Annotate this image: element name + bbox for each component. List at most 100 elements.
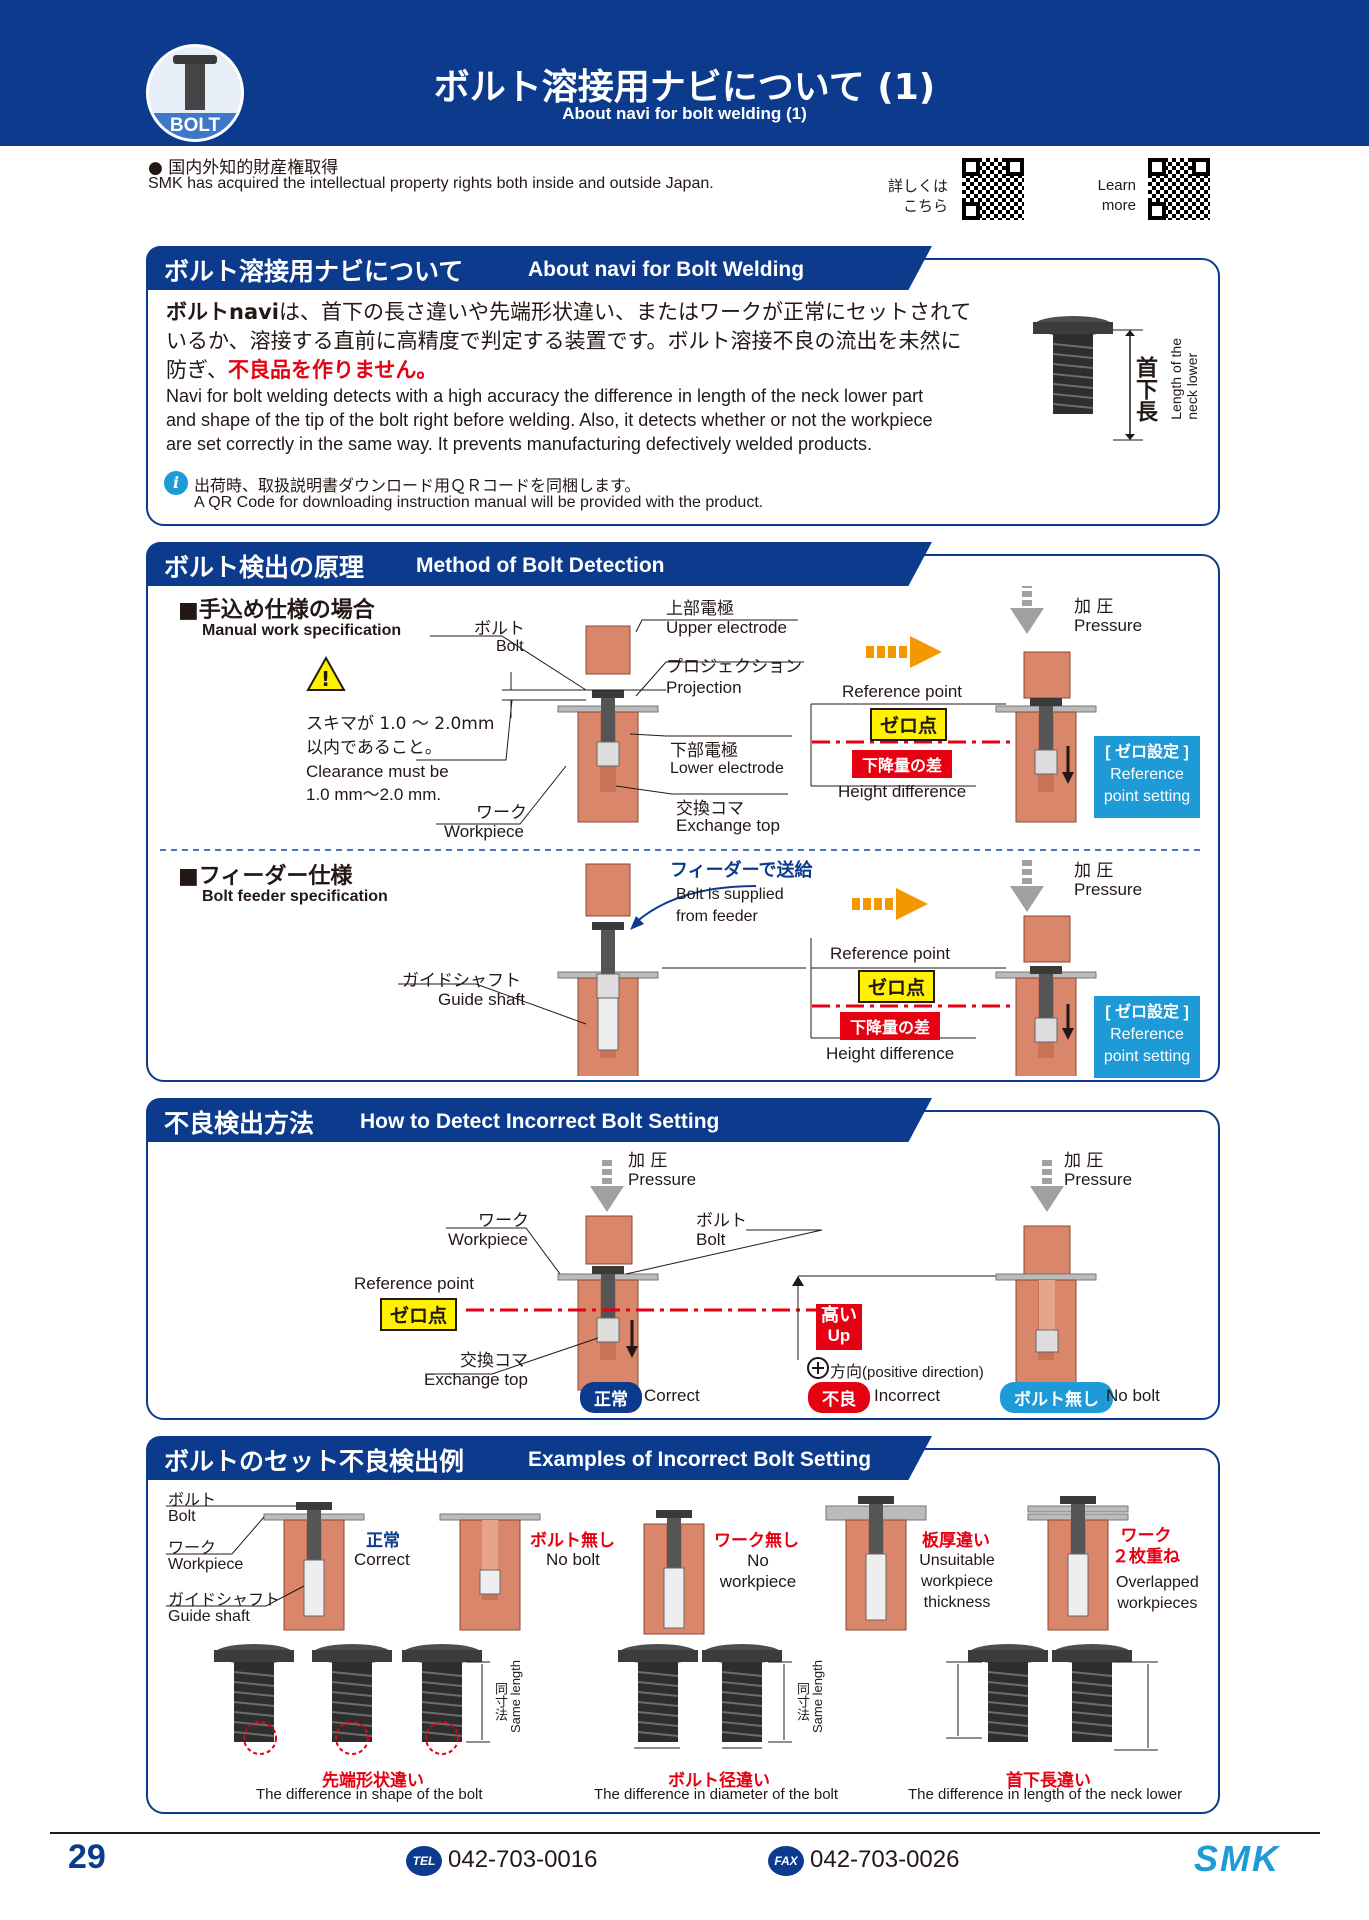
section-detect-title-en: How to Detect Incorrect Bolt Setting <box>360 1110 720 1133</box>
feeder-supply-jp: フィーダーで送給 <box>670 860 813 881</box>
zero-point-badge-1: ゼロ点 <box>870 708 948 741</box>
pressure-jp-2: 加 圧 <box>1074 861 1114 881</box>
qr-code-en[interactable] <box>1148 158 1210 220</box>
section-about-title-jp: ボルト溶接用ナビについて <box>164 257 464 286</box>
bolt-label-en: Bolt <box>496 638 524 655</box>
about-en-text: Navi for bolt welding detects with a hig… <box>166 386 933 454</box>
detect-pressure-en-1: Pressure <box>628 1170 697 1189</box>
positive-direction: 方向(positive direction) <box>830 1362 984 1381</box>
method-diagram: ! <box>160 586 1202 1076</box>
lower-electrode-jp: 下部電極 <box>670 741 738 761</box>
section-about-title-en: About navi for Bolt Welding <box>528 258 805 281</box>
projection-en: Projection <box>666 678 742 697</box>
detect-pressure-jp-1: 加 圧 <box>628 1151 668 1171</box>
pressure-jp-1: 加 圧 <box>1074 597 1114 617</box>
incorrect-badge: 不良 <box>808 1382 870 1413</box>
upper-electrode-jp: 上部電極 <box>666 599 734 619</box>
fax-number: 042-703-0026 <box>810 1846 960 1873</box>
manual-spec-en: Manual work specification <box>202 622 402 639</box>
detect-bolt-jp: ボルト <box>696 1211 747 1231</box>
reference-point-1: Reference point <box>842 682 963 701</box>
section-about-header: ボルト溶接用ナビについて About navi for Bolt Welding <box>146 246 932 290</box>
about-jp-text: ボルトnaviは、首下の長さ違いや先端形状違い、またはワークが正常にセットされて… <box>166 300 972 382</box>
page-number: 29 <box>68 1838 106 1876</box>
detect-exchange-en: Exchange top <box>424 1370 528 1389</box>
zero-point-badge-2: ゼロ点 <box>858 970 936 1003</box>
correct-label: Correct <box>644 1386 700 1405</box>
feeder-spec-jp: ■フィーダー仕様 <box>178 864 353 889</box>
section-detect-title-jp: 不良検出方法 <box>164 1109 315 1138</box>
case-correct-en: Correct <box>354 1550 410 1569</box>
ip-en: SMK has acquired the intellectual proper… <box>148 175 714 192</box>
detect-diagram <box>426 1160 1097 1391</box>
detect-workpiece-en: Workpiece <box>448 1230 528 1249</box>
diff-shape-jp: 先端形状違い <box>322 1771 424 1791</box>
fax-icon: FAX <box>768 1846 804 1876</box>
examples-diagram <box>166 1496 1158 1755</box>
diff-diameter-jp: ボルト径違い <box>668 1771 770 1791</box>
ex-guide-jp: ガイドシャフト <box>168 1590 281 1609</box>
diff-shape-en: The difference in shape of the bolt <box>256 1786 483 1803</box>
case-thickness-jp: 板厚違い <box>922 1531 990 1551</box>
drop-diff-badge-1: 下降量の差 <box>852 750 953 778</box>
page-title: ボルト溶接用ナビについて (1) <box>433 67 936 108</box>
case-correct-jp: 正常 <box>366 1531 400 1551</box>
ex-bolt-jp: ボルト <box>168 1490 217 1509</box>
projection-jp: プロジェクション <box>666 657 802 677</box>
same-length-en-2: Same length <box>810 1660 825 1733</box>
incorrect-label: Incorrect <box>874 1386 941 1405</box>
workpiece-en: Workpiece <box>444 822 524 841</box>
neck-length-jp: 首下長 <box>1132 356 1157 422</box>
tel-number[interactable]: 042-703-0016 <box>448 1846 598 1873</box>
ex-bolt-en: Bolt <box>168 1508 196 1525</box>
detect-zero-point: ゼロ点 <box>380 1298 458 1331</box>
tel-icon: TEL <box>406 1846 442 1876</box>
lower-electrode-en: Lower electrode <box>670 760 784 777</box>
upper-electrode-en: Upper electrode <box>666 618 787 637</box>
up-badge: 高い Up <box>816 1304 862 1350</box>
exchange-top-en: Exchange top <box>676 816 780 835</box>
qr-jp-caption: 詳しくはこちら <box>887 177 948 215</box>
section-detect-header: 不良検出方法 How to Detect Incorrect Bolt Sett… <box>146 1098 932 1142</box>
ex-workpiece-en: Workpiece <box>168 1556 244 1573</box>
note-jp: 出荷時、取扱説明書ダウンロード用ＱＲコードを同梱します。 <box>194 476 641 495</box>
zero-setting-box-1: [ ゼロ設定 ] Reference point setting <box>1094 736 1200 818</box>
qr-code-jp[interactable] <box>962 158 1024 220</box>
correct-badge: 正常 <box>580 1382 642 1413</box>
section-about <box>146 258 1220 526</box>
same-length-jp-1: 同寸法 <box>492 1682 507 1721</box>
case-no-bolt-en: No bolt <box>546 1550 600 1569</box>
zero-setting-box-2: [ ゼロ設定 ] Reference point setting <box>1094 996 1200 1078</box>
detect-bolt-en: Bolt <box>696 1230 726 1249</box>
guide-shaft-en: Guide shaft <box>438 990 525 1009</box>
exchange-top-jp: 交換コマ <box>676 799 744 819</box>
section-method-title-jp: ボルト検出の原理 <box>164 553 365 582</box>
no-bolt-label: No bolt <box>1106 1386 1160 1405</box>
workpiece-jp: ワーク <box>476 803 527 823</box>
same-length-jp-2: 同寸法 <box>794 1682 809 1721</box>
case-no-bolt-jp: ボルト無し <box>530 1531 615 1551</box>
ex-guide-en: Guide shaft <box>168 1608 250 1625</box>
info-icon: i <box>164 471 188 495</box>
detect-pressure-en-2: Pressure <box>1064 1170 1133 1189</box>
bolt-label-jp: ボルト <box>474 619 525 639</box>
badge-label: BOLT <box>149 113 241 139</box>
page-subtitle: About navi for bolt welding (1) <box>562 104 807 123</box>
section-method-header: ボルト検出の原理 Method of Bolt Detection <box>146 542 932 586</box>
smk-logo: SMK <box>1194 1838 1280 1879</box>
bolt-photo-icon <box>1032 315 1143 441</box>
detect-pressure-jp-2: 加 圧 <box>1064 1151 1104 1171</box>
detect-exchange-jp: 交換コマ <box>460 1351 528 1371</box>
no-bolt-badge: ボルト無し <box>1000 1382 1113 1413</box>
same-length-en-1: Same length <box>508 1660 523 1733</box>
ip-jp: ● 国内外知的財産権取得 <box>148 158 339 178</box>
section-examples-title-en: Examples of Incorrect Bolt Setting <box>528 1448 872 1471</box>
